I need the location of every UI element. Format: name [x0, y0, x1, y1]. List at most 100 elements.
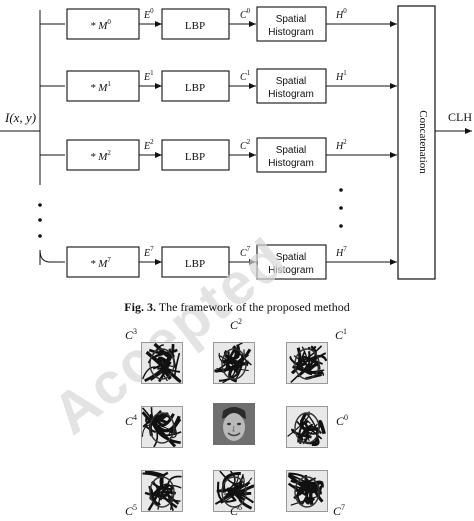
texture-label-symbol: C [125, 328, 134, 342]
texture-label-index: 3 [133, 327, 138, 336]
texture-label: C5 [125, 503, 137, 519]
e-label: E1 [143, 69, 154, 83]
c-label: C1 [240, 69, 251, 83]
texture-label-index: 4 [133, 413, 138, 422]
histogram-box [256, 6, 327, 42]
texture-label-symbol: C [230, 318, 239, 332]
symbol-index: 1 [247, 69, 251, 77]
texture-image [213, 342, 255, 384]
symbol: H [335, 10, 344, 21]
texture-label-symbol: C [335, 328, 344, 342]
lbp-label: LBP [185, 82, 205, 94]
symbol-index: 0 [247, 7, 251, 15]
symbol: C [240, 10, 247, 21]
c-label: C0 [240, 7, 251, 21]
texture-label: C2 [230, 317, 242, 333]
symbol-index: 2 [150, 138, 154, 146]
symbol-index: 2 [107, 149, 111, 157]
c-label: C7 [240, 245, 251, 259]
texture-label: C6 [230, 503, 242, 519]
histogram-box [256, 68, 327, 104]
texture-label-index: 6 [238, 503, 243, 512]
symbol: E [143, 248, 150, 259]
texture-label-index: 5 [133, 503, 138, 512]
histogram-label-line2: Histogram [268, 158, 314, 169]
texture-image [286, 406, 328, 448]
texture-label-symbol: C [336, 414, 345, 428]
texture-label: C0 [336, 413, 348, 429]
filter-label: * M7 [90, 256, 111, 270]
h-label: H2 [335, 138, 347, 152]
symbol-index: 7 [107, 256, 111, 264]
symbol-index: 2 [343, 138, 347, 146]
symbol-index: 1 [150, 69, 154, 77]
histogram-label-line2: Histogram [268, 27, 314, 38]
filter-label: * M0 [90, 18, 111, 32]
texture-label-index: 2 [238, 317, 243, 326]
texture-label-symbol: C [125, 504, 134, 518]
symbol-index: 7 [150, 245, 154, 253]
texture-image [286, 342, 328, 384]
branch-line [39, 249, 65, 263]
histogram-label-line1: Spatial [276, 14, 307, 25]
symbol: E [143, 10, 150, 21]
texture-label: C7 [333, 503, 345, 519]
lbp-label: LBP [185, 258, 205, 270]
symbol: E [143, 141, 150, 152]
filter-box [66, 70, 140, 102]
lbp-box [161, 8, 230, 40]
face-image [213, 403, 255, 445]
histogram-dot [339, 206, 343, 210]
h-label: H0 [335, 7, 347, 21]
symbol: E [143, 72, 150, 83]
symbol: * M [90, 82, 108, 94]
symbol-index: 0 [343, 7, 347, 15]
c-label: C2 [240, 138, 251, 152]
texture-label-symbol: C [125, 414, 134, 428]
e-label: E0 [143, 7, 154, 21]
symbol: * M [90, 20, 108, 32]
bus-dot [38, 218, 42, 222]
lbp-label: LBP [185, 20, 205, 32]
lbp-label: LBP [185, 151, 205, 163]
figure-caption: Fig. 3. The framework of the proposed me… [0, 300, 474, 315]
symbol: C [240, 141, 247, 152]
histogram-box [256, 244, 327, 280]
texture-image [141, 406, 183, 448]
texture-image [141, 470, 183, 512]
texture-image [213, 470, 255, 512]
h-label: H7 [335, 245, 347, 259]
symbol-index: 0 [107, 18, 111, 26]
histogram-dot [339, 188, 343, 192]
texture-label-index: 1 [343, 327, 348, 336]
lbp-box [161, 70, 230, 102]
bus-dot [38, 234, 42, 238]
symbol-index: 1 [107, 80, 111, 88]
filter-label: * M1 [90, 80, 111, 94]
bus-dot [38, 203, 42, 207]
concatenation-label: Concatenation [417, 110, 429, 174]
filter-box [66, 139, 140, 171]
histogram-label-line1: Spatial [276, 252, 307, 263]
symbol-index: 7 [247, 245, 251, 253]
output-label: CLH [448, 110, 472, 124]
symbol-index: 1 [343, 69, 347, 77]
filter-box [66, 8, 140, 40]
texture-label-symbol: C [230, 504, 239, 518]
texture-label: C1 [335, 327, 347, 343]
symbol: H [335, 72, 344, 83]
input-label: I(x, y) [4, 110, 36, 125]
symbol: H [335, 248, 344, 259]
histogram-label-line2: Histogram [268, 89, 314, 100]
texture-image [286, 470, 328, 512]
caption-text: The framework of the proposed method [158, 300, 350, 314]
texture-image [141, 342, 183, 384]
caption-prefix: Fig. 3. [124, 300, 156, 314]
symbol: * M [90, 151, 108, 163]
texture-label: C4 [125, 413, 137, 429]
